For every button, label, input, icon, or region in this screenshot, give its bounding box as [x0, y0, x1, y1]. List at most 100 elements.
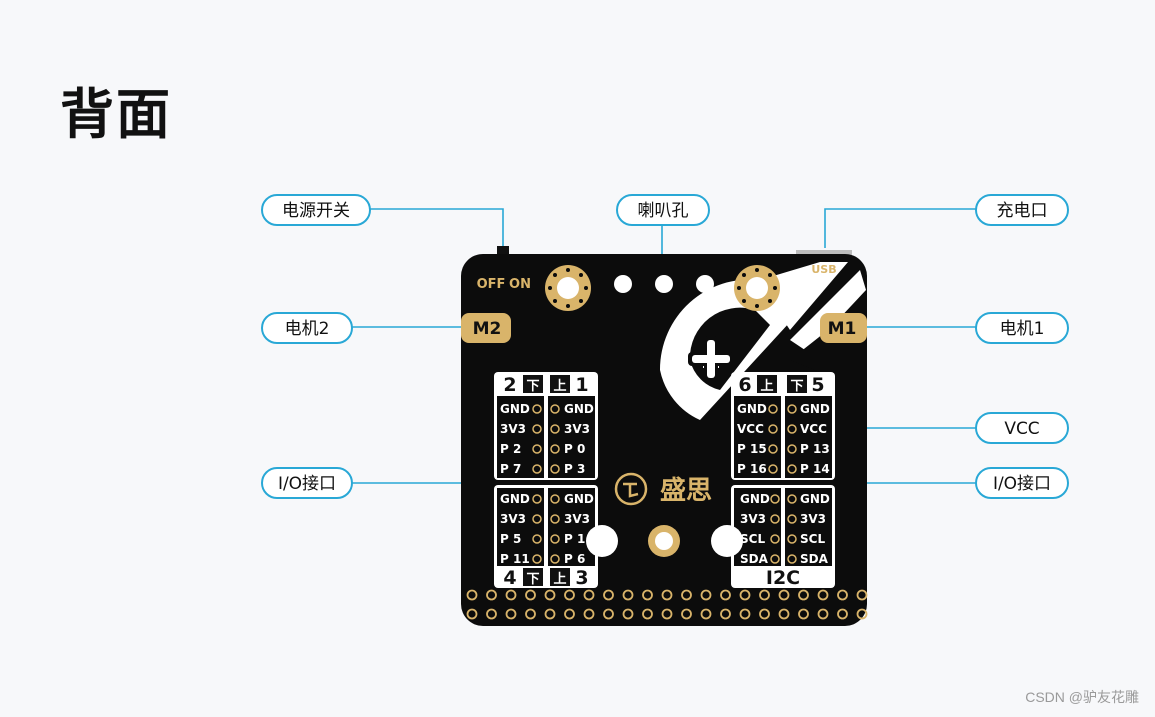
- pin-label: GND: [800, 402, 830, 416]
- brand-mark-icon: [623, 482, 639, 498]
- pin-hole: [532, 404, 542, 414]
- edge-pin: [798, 608, 809, 620]
- pin-hole: [787, 444, 797, 454]
- callout-io-right: I/O接口: [975, 467, 1069, 499]
- pin-hole: [768, 444, 778, 454]
- edge-pin: [817, 608, 829, 620]
- pin-label: VCC: [737, 422, 764, 436]
- edge-pin: [837, 608, 848, 620]
- pin-label: GND: [564, 402, 594, 416]
- pin-hole: [787, 514, 797, 524]
- leader-charge-port: [824, 208, 976, 248]
- mount-hole-bottom-center: [648, 525, 680, 557]
- edge-pin: [700, 589, 712, 601]
- callout-charge-port-label: 充电口: [997, 201, 1048, 221]
- pin-hole: [532, 464, 542, 474]
- pin-hole: [768, 404, 778, 414]
- pin-label: SCL: [800, 532, 825, 546]
- edge-pin: [505, 608, 517, 620]
- pin-label: GND: [737, 402, 767, 416]
- pin-hole: [532, 514, 542, 524]
- mount-hole-bottom-left: [586, 525, 618, 557]
- pin-hole: [550, 534, 560, 544]
- tr-tag-b: 下: [790, 379, 803, 394]
- pin-block-bottom-left: 4 下 上 3: [494, 485, 598, 589]
- brand-text: 盛思: [660, 475, 712, 506]
- pin-label: GND: [500, 492, 530, 506]
- off-label: OFF: [477, 277, 506, 292]
- callout-io-left-label: I/O接口: [278, 474, 336, 494]
- pin-label: P 11: [500, 552, 530, 566]
- usb-label: USB: [811, 263, 836, 276]
- edge-pin: [622, 608, 634, 620]
- pin-hole: [787, 404, 797, 414]
- watermark: CSDN @驴友花雕: [1025, 689, 1139, 705]
- edge-pin: [564, 589, 575, 601]
- pin-label: 3V3: [500, 422, 526, 436]
- edge-pin: [525, 589, 536, 601]
- pin-hole: [768, 464, 778, 474]
- on-label: ON: [509, 277, 531, 292]
- pin-label: 3V3: [564, 422, 590, 436]
- pin-hole: [787, 424, 797, 434]
- pin-hole: [550, 514, 560, 524]
- pin-hole: [550, 464, 560, 474]
- edge-pin: [739, 589, 751, 601]
- edge-pin: [583, 589, 595, 601]
- edge-pin: [466, 608, 478, 620]
- tl-tag-b: 上: [553, 379, 566, 394]
- edge-pin: [486, 589, 497, 601]
- edge-pin: [837, 589, 848, 601]
- callout-motor1: 电机1: [975, 312, 1069, 344]
- edge-pin: [778, 608, 790, 620]
- bl-tag-b: 上: [553, 572, 566, 587]
- edge-pin: [583, 608, 595, 620]
- pin-block-bottom-right: I2C: [731, 485, 835, 589]
- pin-label: SCL: [740, 532, 765, 546]
- callout-motor2: 电机2: [261, 312, 353, 344]
- callout-io-left: I/O接口: [261, 467, 353, 499]
- edge-pin: [544, 608, 556, 620]
- callout-speaker-hole: 喇叭孔: [616, 194, 710, 226]
- pin-label: P 16: [737, 462, 767, 476]
- edge-connector-pins: [466, 589, 868, 620]
- pin-label: GND: [800, 492, 830, 506]
- edge-pin: [642, 589, 653, 601]
- motor2-connector: M2: [461, 313, 511, 343]
- callout-motor1-label: 电机1: [1000, 319, 1045, 339]
- pin-hole: [532, 534, 542, 544]
- pin-label: VCC: [800, 422, 827, 436]
- edge-pin: [603, 608, 614, 620]
- pin-block-top-right: 6 上 下 5: [731, 372, 835, 480]
- pin-label: 3V3: [500, 512, 526, 526]
- pin-label: P 7: [500, 462, 521, 476]
- edge-pin: [622, 589, 634, 601]
- edge-pin: [544, 589, 556, 601]
- edge-pin: [739, 608, 751, 620]
- edge-pin: [700, 608, 712, 620]
- edge-pin: [642, 608, 653, 620]
- pin-label: GND: [500, 402, 530, 416]
- pin-label: P 15: [737, 442, 767, 456]
- pin-hole: [770, 534, 780, 544]
- m2-label: M2: [473, 319, 502, 339]
- edge-pin: [486, 608, 497, 620]
- tl-number-a: 2: [503, 374, 516, 396]
- mount-hole-right: [734, 265, 780, 311]
- tl-tag-a: 下: [526, 379, 539, 394]
- pin-label: SDA: [740, 552, 769, 566]
- pin-label: P 6: [564, 552, 585, 566]
- m1-label: M1: [828, 319, 857, 339]
- bl-number-a: 4: [503, 567, 516, 589]
- callout-power-switch-label: 电源开关: [282, 201, 350, 221]
- edge-pin: [720, 608, 731, 620]
- edge-pin: [466, 589, 478, 601]
- plus-icon: [688, 336, 734, 382]
- edge-pin: [681, 608, 692, 620]
- edge-pin: [681, 589, 692, 601]
- pin-hole: [770, 494, 780, 504]
- pin-hole: [768, 424, 778, 434]
- pin-hole: [787, 554, 797, 564]
